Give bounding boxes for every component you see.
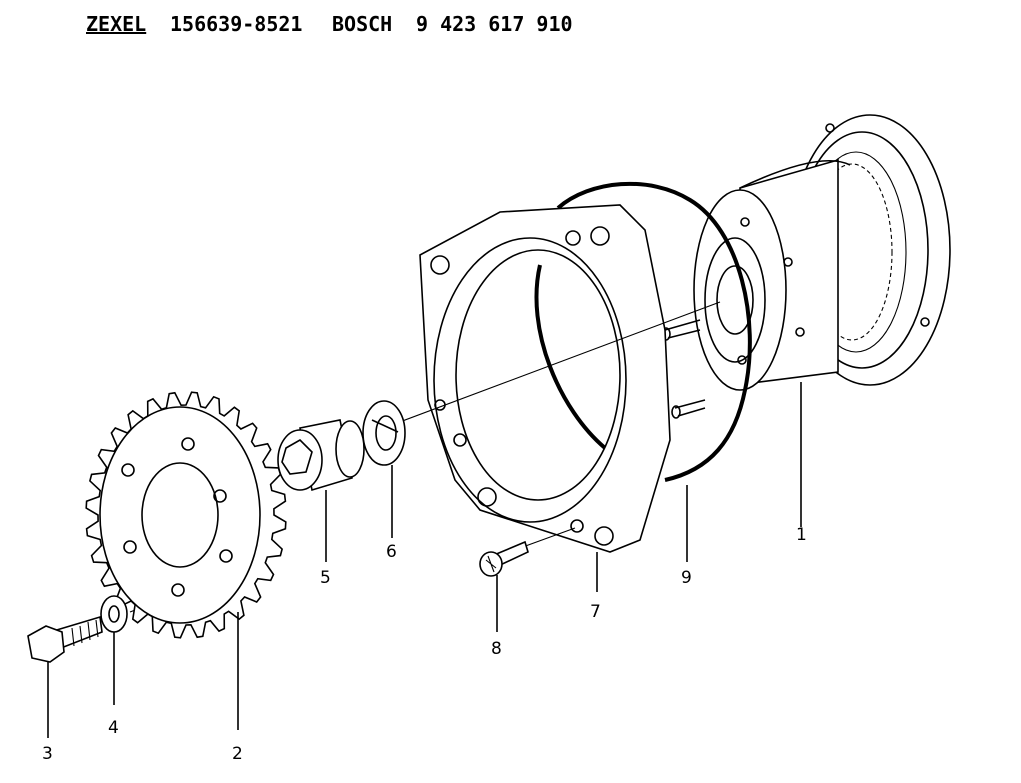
timing-gear-part [85, 391, 287, 639]
assembly-axis-line [364, 301, 721, 436]
flange-cover-part [419, 204, 671, 553]
callout-8: 8 [491, 639, 502, 659]
callout-3: 3 [42, 744, 53, 764]
spring-washer-part [362, 400, 406, 466]
header-part-number-bosch: 9 423 617 910 [416, 12, 573, 36]
screw-axis-line [519, 527, 576, 549]
callout-5: 5 [320, 568, 331, 588]
bolt-part [27, 615, 103, 663]
header-part-number-zexel: 156639-8521 [170, 12, 303, 36]
drive-housing-part [661, 114, 951, 419]
callout-9: 9 [681, 568, 692, 588]
callout-1: 1 [796, 525, 807, 545]
screw-part [479, 540, 529, 577]
nut-part [277, 419, 365, 492]
leader-lines [47, 382, 802, 738]
header-brand-bosch: BOSCH [332, 12, 393, 36]
washer-part [100, 595, 128, 633]
callout-6: 6 [386, 542, 397, 562]
header-brand-zexel: ZEXEL [86, 12, 147, 36]
callout-4: 4 [108, 718, 119, 738]
o-ring-part [556, 181, 752, 482]
callout-7: 7 [590, 602, 601, 622]
callout-2: 2 [232, 744, 243, 764]
